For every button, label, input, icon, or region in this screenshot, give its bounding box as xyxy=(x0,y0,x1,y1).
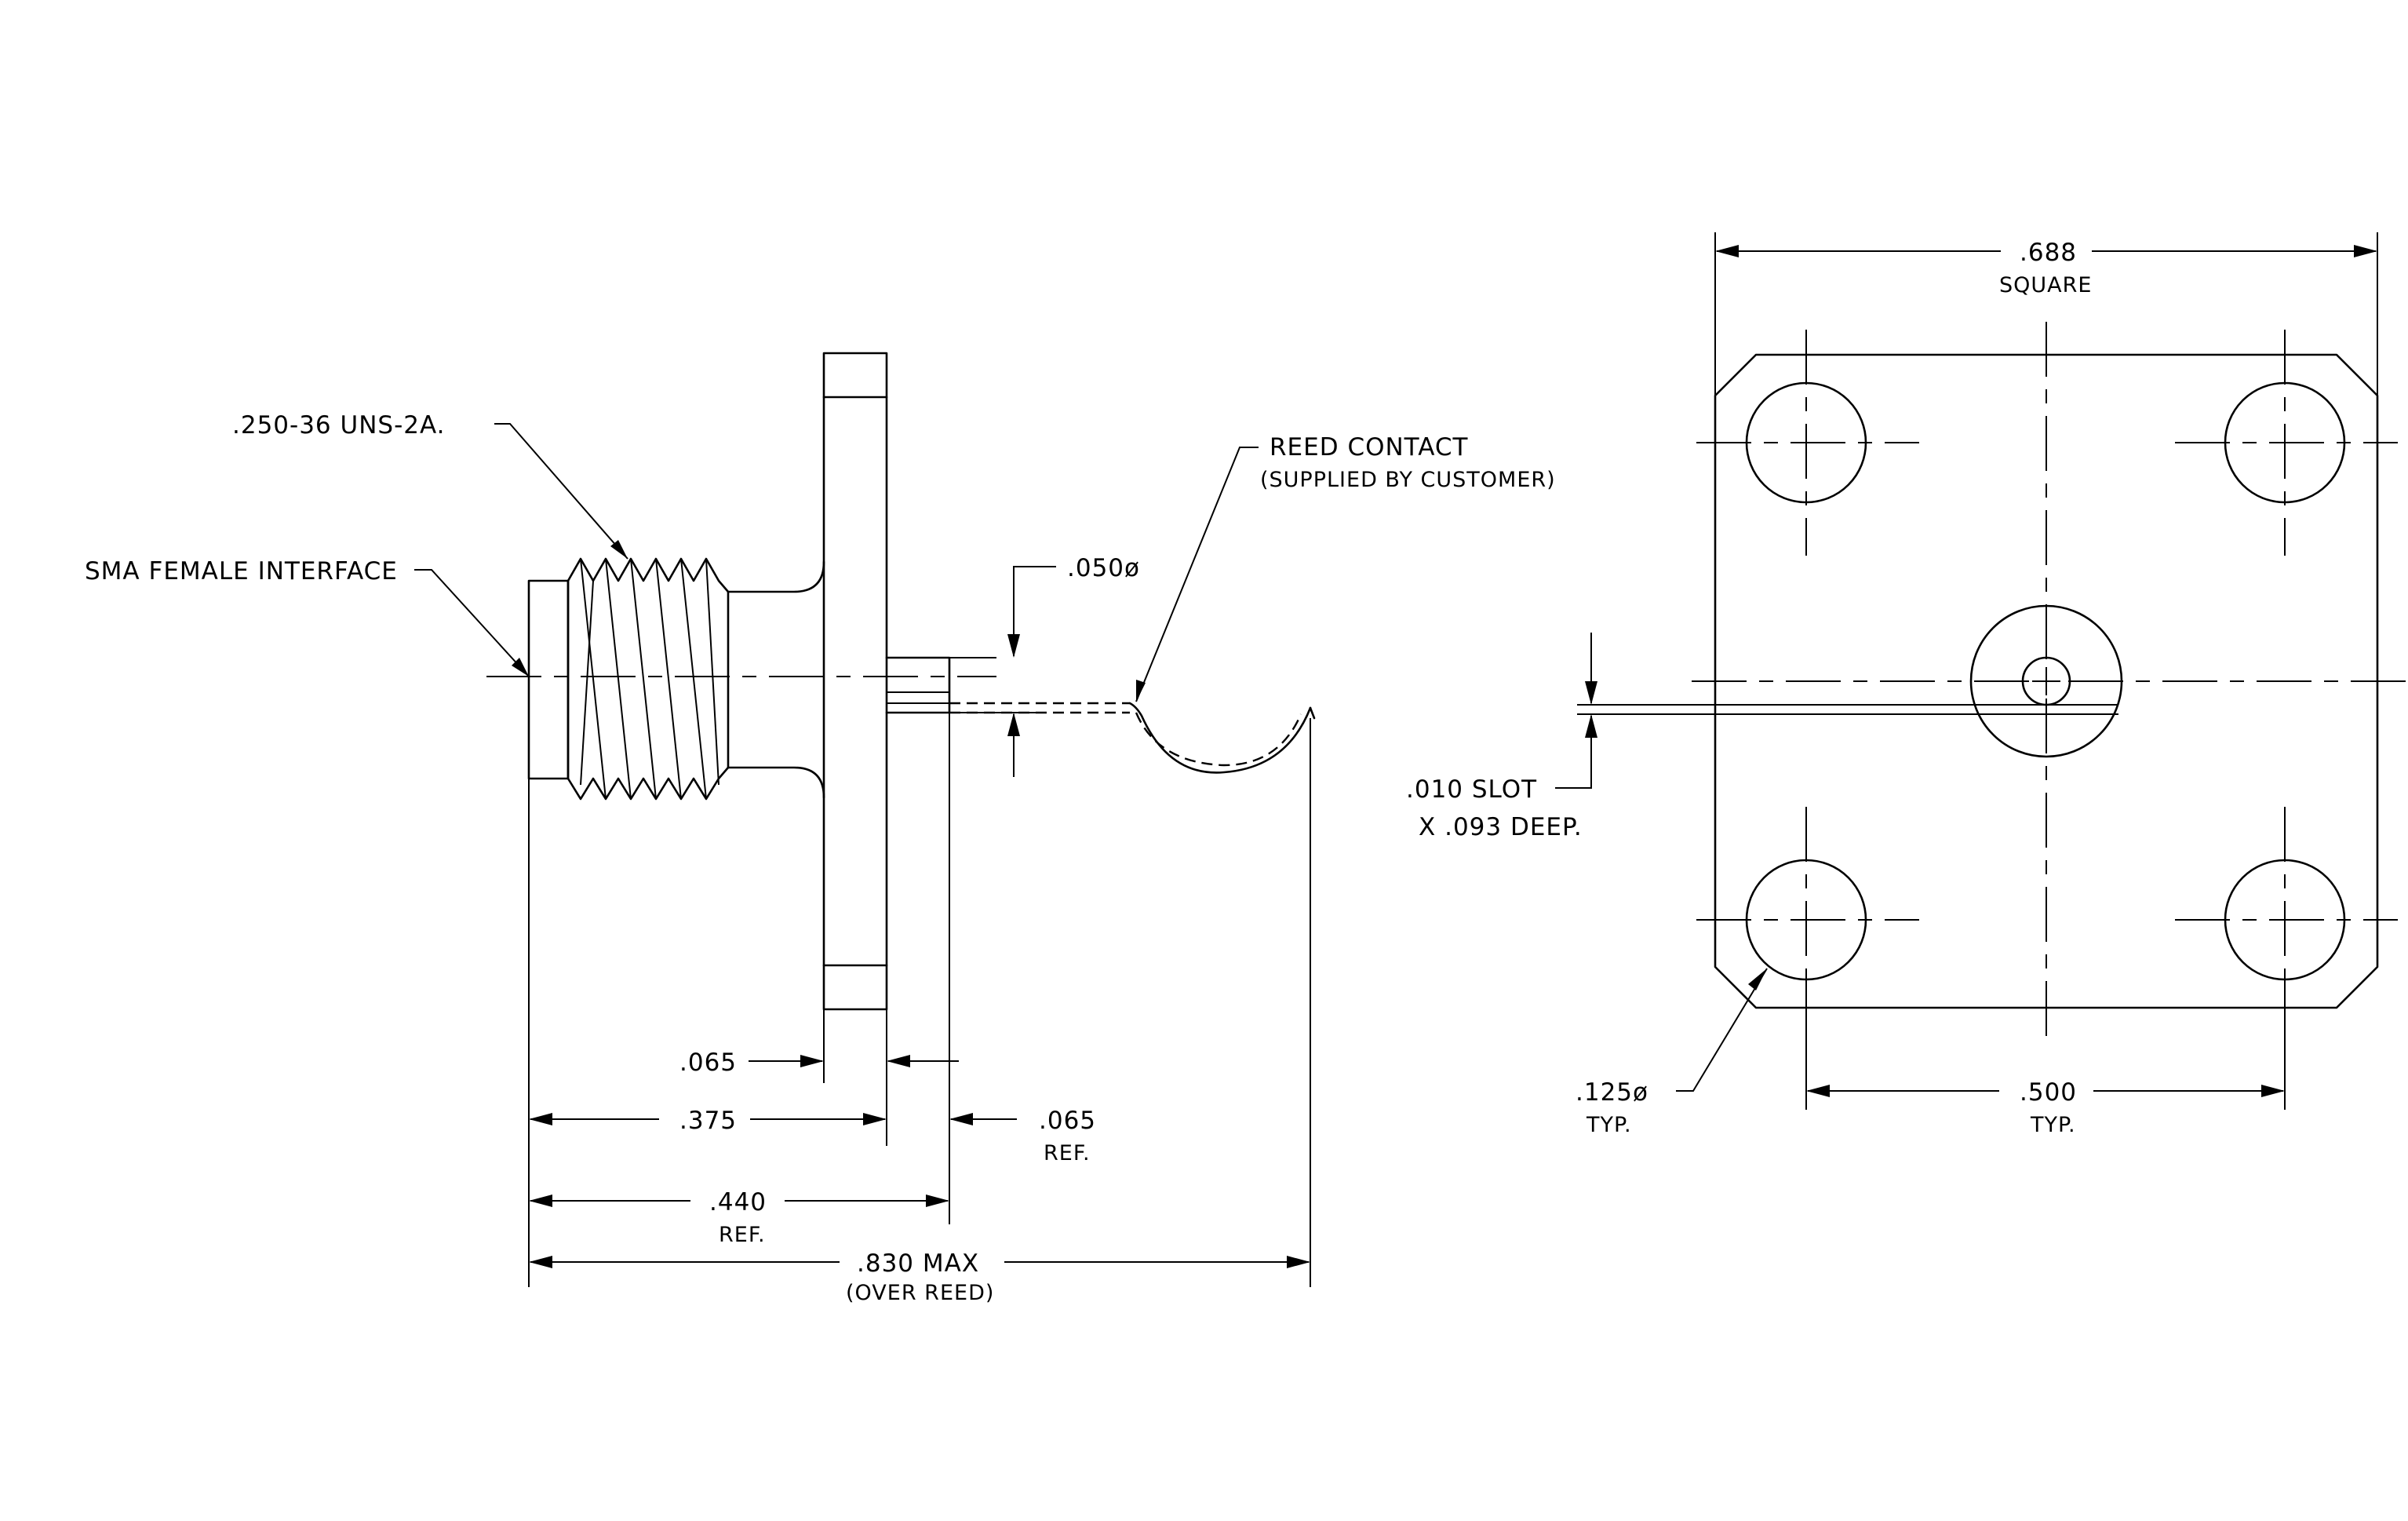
flange-thk-arrow-right xyxy=(887,1055,910,1067)
mounting-hole-tl xyxy=(1696,330,1919,556)
overall-max-arrow-left xyxy=(529,1256,552,1268)
flange-dim-arrow-right xyxy=(2354,245,2377,257)
hole-spacing-label: .500 xyxy=(2020,1078,2077,1107)
flange-side xyxy=(822,352,888,1011)
overall-pin-note: REF. xyxy=(719,1223,766,1247)
hole-spacing-arrow-left xyxy=(1806,1085,1830,1097)
flange-size-label: .688 xyxy=(2020,239,2077,267)
slot-dim-arrow-top xyxy=(1585,681,1597,705)
body-length-label: .375 xyxy=(679,1107,737,1135)
overall-pin-arrow-right xyxy=(926,1195,949,1207)
thread-leader xyxy=(494,423,628,560)
pin-extension-note: REF. xyxy=(1044,1141,1091,1165)
interface-callout: SMA FEMALE INTERFACE xyxy=(85,557,398,585)
overall-max-note: (OVER REED) xyxy=(846,1281,994,1305)
interface-nose xyxy=(527,579,570,780)
mounting-hole-tr xyxy=(2175,330,2398,556)
reed-contact-label: REED CONTACT xyxy=(1270,433,1469,461)
body-length-arrow-left xyxy=(529,1113,552,1125)
pin-extension-label: .065 xyxy=(1039,1107,1096,1135)
flange-thk-arrow-left xyxy=(800,1055,824,1067)
flange-size-note: SQUARE xyxy=(1999,273,2092,297)
neck-lower xyxy=(727,766,825,799)
overall-max-arrow-right xyxy=(1287,1256,1310,1268)
hole-diameter-label: .125ø xyxy=(1576,1078,1648,1107)
hole-dia-arrow xyxy=(1748,968,1767,990)
flange-front xyxy=(1714,353,2379,1009)
thread-callout: .250-36 UNS-2A. xyxy=(232,411,446,440)
overall-pin-label: .440 xyxy=(709,1188,767,1216)
body-length-arrow-right xyxy=(863,1113,887,1125)
interface-leader xyxy=(414,569,530,677)
neck-upper xyxy=(727,560,825,593)
hole-diameter-note: TYP. xyxy=(1586,1113,1632,1137)
pin-dia-arrow-bot xyxy=(1007,713,1020,736)
overall-max-label: .830 MAX xyxy=(857,1249,979,1278)
hole-dia-leader xyxy=(1676,968,1768,1092)
threaded-body xyxy=(566,557,730,801)
reed-arrowhead xyxy=(1136,680,1146,702)
overall-pin-arrow-left xyxy=(529,1195,552,1207)
interface-arrowhead xyxy=(512,658,529,677)
contact-pin xyxy=(885,656,951,714)
flange-dim-arrow-left xyxy=(1715,245,1739,257)
pin-ext-arrow xyxy=(949,1113,973,1125)
reed-leader xyxy=(1135,447,1259,702)
pin-dia-arrow-top xyxy=(1007,634,1020,658)
thread-arrowhead xyxy=(610,540,628,559)
slot-dim-arrow-bot xyxy=(1585,714,1597,738)
side-view: .250-36 UNS-2A. SMA FEMALE INTERFACE REE… xyxy=(85,352,1556,1305)
mounting-hole-bl xyxy=(1696,807,1919,1033)
slot-dim-line-bot xyxy=(1555,716,1592,789)
center-boss xyxy=(1969,604,2123,758)
pin-diameter-label: .050ø xyxy=(1067,554,1140,582)
slot-label: .010 SLOT xyxy=(1406,775,1537,804)
hole-spacing-arrow-right xyxy=(2261,1085,2285,1097)
flange-thickness-label: .065 xyxy=(679,1049,737,1077)
pin-dia-leader-top xyxy=(1013,566,1056,656)
reed-contact xyxy=(949,702,1316,774)
hole-spacing-note: TYP. xyxy=(2030,1113,2076,1137)
front-view: .688 SQUARE .010 SLOT X .093 DEEP. .125ø… xyxy=(1406,232,2406,1137)
reed-contact-note: (SUPPLIED BY CUSTOMER) xyxy=(1260,468,1556,492)
mounting-hole-br xyxy=(2175,807,2398,1033)
slot-depth-label: X .093 DEEP. xyxy=(1419,813,1583,841)
